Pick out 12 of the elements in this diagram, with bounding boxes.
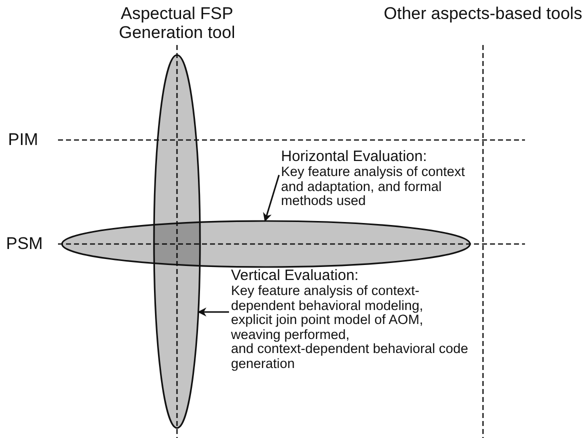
row-label: PIM bbox=[8, 130, 38, 149]
evaluation-text: explicit join point model of AOM, bbox=[231, 313, 424, 328]
arrow bbox=[197, 308, 229, 316]
row-label: PSM bbox=[6, 234, 43, 253]
arrow bbox=[263, 174, 280, 222]
column-heading: Aspectual FSP Generation tool bbox=[118, 4, 236, 42]
evaluation-heading: Horizontal Evaluation: bbox=[281, 148, 428, 165]
column-heading: Other aspects-based tools bbox=[383, 4, 583, 23]
evaluation-heading: Vertical Evaluation: bbox=[231, 267, 360, 284]
evaluation-text: Key feature analysis of context and adaptation, and formal methods used bbox=[281, 165, 466, 208]
evaluation-text: and context-dependent behavioral code generation bbox=[231, 342, 470, 371]
evaluation-text: weaving performed, bbox=[231, 328, 351, 342]
